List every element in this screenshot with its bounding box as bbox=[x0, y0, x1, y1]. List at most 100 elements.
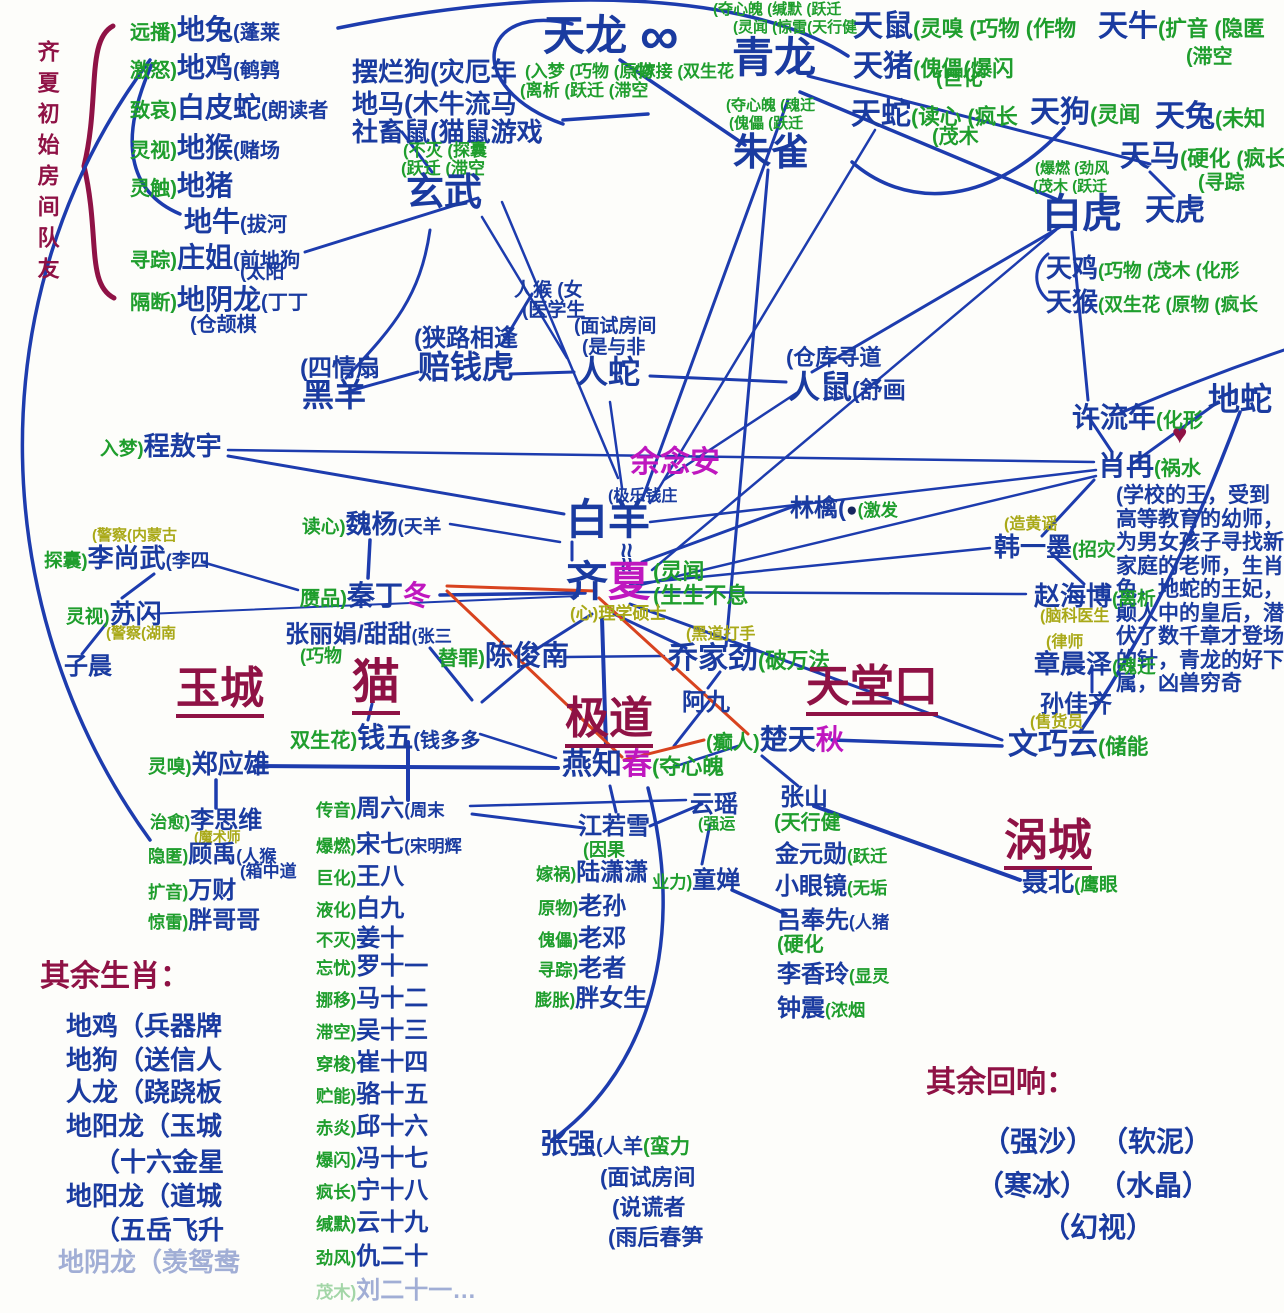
zodiac-digou: 地狗（送信人 bbox=[66, 1045, 223, 1075]
yunianan: 余念安 bbox=[630, 446, 720, 479]
renhou: 人猴 (女 bbox=[514, 280, 583, 301]
jinyuanxun: 金元勋(跃迁 bbox=[775, 841, 888, 868]
tianlong-skills-1: (入梦 (巧物 (原物 bbox=[525, 62, 654, 81]
qiushiliu: 赤炎)邱十六 bbox=[316, 1113, 429, 1140]
edge-77 bbox=[445, 589, 624, 759]
edge-57 bbox=[564, 654, 666, 659]
mate-diyinlong-2: (仓颉棋 bbox=[190, 314, 257, 336]
edge-64 bbox=[478, 732, 558, 760]
edge-1 bbox=[20, 58, 152, 842]
lixiangling: 李香玲(显灵 bbox=[777, 961, 890, 988]
echo-shuijing: （水晶） bbox=[1098, 1170, 1211, 1201]
edge-46 bbox=[448, 522, 562, 544]
pangnvsheng: 膨胀)胖女生 bbox=[535, 985, 648, 1012]
edge-75 bbox=[400, 130, 434, 174]
yunyao-2: (强运 bbox=[698, 816, 736, 833]
edge-38 bbox=[628, 546, 992, 586]
dishe: 地蛇 bbox=[1208, 381, 1273, 417]
edge-13 bbox=[618, 58, 747, 147]
wancai: 扩音)万财 bbox=[148, 877, 237, 904]
qindingdong: 赝品)秦丁冬 bbox=[300, 580, 432, 611]
laozhe: 寻踪)老者 bbox=[538, 955, 627, 982]
shechushu: 社畜鼠(猫鼠游戏 bbox=[352, 117, 543, 147]
luxiaoxiao: 嫁祸)陆潇潇 bbox=[536, 859, 649, 886]
edge-30 bbox=[662, 390, 800, 482]
mate-dihou: 灵视)地猴(赌场 bbox=[130, 132, 281, 163]
edge-3 bbox=[130, 62, 182, 216]
edge-6 bbox=[561, 112, 650, 122]
edge-28 bbox=[500, 292, 534, 346]
echo-huanshi: （幻视） bbox=[1042, 1212, 1155, 1243]
xiaoyanjing: 小眼镜(无垢 bbox=[775, 873, 888, 900]
lishangwu: 探囊)李尚武(李四 bbox=[44, 543, 210, 573]
edge-9 bbox=[1035, 252, 1050, 302]
jiangruoxue: 江若雪 bbox=[578, 813, 650, 840]
edge-58 bbox=[706, 670, 722, 690]
zhangchenze: 章晨泽(魂迁 bbox=[1034, 649, 1156, 679]
edge-4 bbox=[344, 228, 432, 380]
cuishisi: 穿梭)崔十四 bbox=[316, 1049, 429, 1076]
zhaohaibo: 赵海博(离析 bbox=[1034, 581, 1156, 611]
tianji: 天鸡(巧物 (茂木 (化形 bbox=[1046, 253, 1240, 283]
edge-5 bbox=[492, 18, 574, 126]
baijiu: 液化)白九 bbox=[316, 895, 405, 922]
jiangshi: 不灭)姜十 bbox=[316, 925, 405, 952]
edge-29 bbox=[608, 400, 624, 490]
edge-69 bbox=[470, 812, 586, 830]
edge-36 bbox=[1050, 552, 1086, 586]
tianhou: 天猴(双生花 (原物 (疯长 bbox=[1046, 287, 1259, 317]
baihu: 白虎 bbox=[1042, 192, 1122, 236]
mashier: 挪移)马十二 bbox=[316, 985, 429, 1012]
zhengyingxiong: 灵嗅)郑应雄 bbox=[148, 749, 270, 779]
mate-baipishe: 致哀)白皮蛇(朗读者 bbox=[130, 92, 329, 123]
edge-73 bbox=[480, 215, 569, 360]
zhanglijuan: 张丽娟/甜甜(张三 bbox=[285, 621, 452, 648]
edge-59 bbox=[672, 698, 712, 748]
guyu-2: (箱中道 bbox=[240, 862, 297, 881]
zhanglijuan-2: (巧物 bbox=[300, 646, 342, 666]
city-wocheng: 涡城 bbox=[1004, 816, 1092, 871]
edge-44 bbox=[438, 591, 587, 597]
echo-qiangsha: （强沙） bbox=[982, 1126, 1095, 1157]
tianlong-skills-2: (离析 (跃迁 (滞空 bbox=[520, 81, 649, 100]
edge-50 bbox=[120, 572, 156, 600]
zhongzhen: 钟震(浓烟 bbox=[777, 995, 866, 1022]
hanyimo: 韩一墨(招灾 bbox=[994, 532, 1116, 562]
qixia: 齐夏 bbox=[566, 558, 651, 605]
linqin: 林檎(●(激发 bbox=[790, 495, 898, 522]
edge-10 bbox=[1116, 348, 1284, 416]
zhangshan: 张山 bbox=[780, 784, 828, 811]
edge-8 bbox=[1078, 410, 1242, 734]
xuanwu-skills-1: (不灭 (探囊 bbox=[403, 141, 488, 160]
qinglong: 青龙 bbox=[732, 34, 817, 81]
zhuque-skills-1: (夺心魄 (魂迁 bbox=[726, 97, 816, 114]
edge-74 bbox=[500, 200, 620, 480]
baihu-skills-2: (茂木 (跃迁 bbox=[1033, 178, 1108, 195]
city-mao: 猫 bbox=[352, 656, 401, 715]
liuershiyi: 茂木)刘二十一… bbox=[316, 1277, 477, 1304]
graft-skills: (嫁接 (双生花 bbox=[633, 62, 735, 81]
ajiu: 阿九 bbox=[682, 689, 730, 716]
wenqiaoyun-note: (售货员 bbox=[1030, 714, 1084, 731]
qixia-job: (心)理学硕士 bbox=[570, 604, 667, 623]
zodiac-diyanglong-2: 地阳龙（道城 bbox=[66, 1181, 223, 1211]
tianma: 天马(硬化 (疯长 bbox=[1120, 140, 1284, 173]
sushan: 灵视)苏闪 bbox=[66, 599, 162, 629]
chenjunnan: 替罪)陈俊南 bbox=[438, 640, 570, 671]
chengaoyu: 入梦)程敖宇 bbox=[100, 431, 222, 461]
edge-11 bbox=[550, 786, 665, 1142]
team-title: 齐夏初始房间队友 bbox=[34, 40, 60, 288]
city-jidao: 极道 bbox=[565, 694, 653, 749]
lvfengxian: 吕奉先(人猪 bbox=[777, 907, 890, 934]
edge-68 bbox=[700, 822, 712, 866]
edge-24 bbox=[226, 454, 566, 516]
qinglong-skills-1: (夺心魄 (缄默 (跃迁 bbox=[713, 1, 842, 18]
qiaojiajin-note: (黑道打手 bbox=[686, 626, 756, 643]
zodiac-diyanglong-1: 地阳龙（玉城 bbox=[66, 1111, 223, 1141]
edge-70 bbox=[468, 798, 688, 808]
tiangou: 天狗(灵闻 bbox=[1030, 96, 1141, 129]
edge-27 bbox=[648, 374, 788, 384]
edge-18 bbox=[724, 168, 770, 648]
dima: 地马(木牛流马 bbox=[352, 89, 517, 119]
